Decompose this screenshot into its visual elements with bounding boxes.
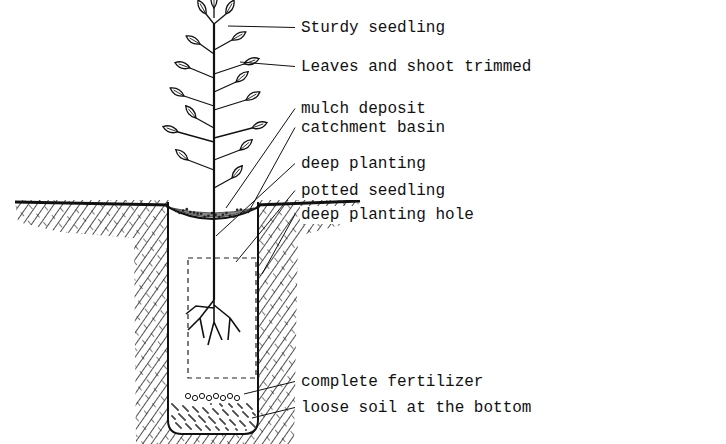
part-label: Sturdy seedling xyxy=(300,19,446,37)
leaf-stalk xyxy=(188,160,214,170)
leaf xyxy=(245,89,262,102)
leaf xyxy=(231,29,248,42)
leaf-stalk xyxy=(206,14,214,24)
leaf xyxy=(243,56,260,67)
leaf-stalk xyxy=(214,128,252,138)
seedling xyxy=(186,24,240,345)
label-box: potted seedling xyxy=(300,181,446,200)
leaf xyxy=(162,124,179,135)
loose-soil xyxy=(171,403,256,431)
label-box: complete fertilizer xyxy=(300,372,484,391)
potted-seedling-outline xyxy=(188,258,256,378)
leaf-stalk xyxy=(200,44,214,54)
leader-line xyxy=(240,62,295,67)
leaf xyxy=(183,104,198,120)
leaf-stalk xyxy=(214,40,232,50)
label-box: mulch deposit xyxy=(300,99,427,118)
leaf xyxy=(174,147,190,162)
leaf xyxy=(185,33,202,46)
fertilizer-granules xyxy=(185,393,239,400)
leaf xyxy=(195,0,208,16)
leader-line xyxy=(244,382,295,395)
leader-line xyxy=(262,215,295,275)
label-box: deep planting xyxy=(300,154,427,173)
leaf-stalk xyxy=(214,64,244,74)
leader-lines xyxy=(216,26,295,418)
seedling-leaves xyxy=(162,0,268,188)
leaf-stalk xyxy=(214,82,236,92)
part-label: catchment basin xyxy=(300,119,446,137)
part-label: Leaves and shoot trimmed xyxy=(300,58,532,76)
leaf xyxy=(251,120,268,131)
leaf-stalk xyxy=(178,132,214,142)
leaf xyxy=(174,60,191,71)
label-box: Sturdy seedling xyxy=(300,18,446,37)
leaf-stalk xyxy=(213,8,214,18)
label-box: deep planting hole xyxy=(300,205,475,224)
leader-line xyxy=(228,26,295,28)
leaf-stalk xyxy=(214,150,240,160)
leader-line xyxy=(236,191,295,263)
leaf xyxy=(238,137,254,152)
leader-line xyxy=(226,109,295,209)
leaf-stalk xyxy=(190,68,214,78)
leaf-stalk xyxy=(214,100,246,110)
label-box: catchment basin xyxy=(300,118,446,137)
leaf-stalk xyxy=(214,14,226,24)
part-label: mulch deposit xyxy=(300,100,427,118)
leaf xyxy=(169,85,186,98)
label-box: Leaves and shoot trimmed xyxy=(300,57,532,76)
leaf-stalk xyxy=(196,118,214,128)
leaf xyxy=(211,0,217,8)
leaf xyxy=(234,69,250,84)
leaf xyxy=(223,0,236,16)
part-label: complete fertilizer xyxy=(300,373,484,391)
leaf-stalk xyxy=(214,178,232,188)
leaf xyxy=(230,164,245,180)
leader-line xyxy=(252,408,295,419)
leader-line xyxy=(216,164,295,237)
part-label: potted seedling xyxy=(300,182,446,200)
part-label: loose soil at the bottom xyxy=(300,399,532,417)
part-label: deep planting hole xyxy=(300,206,475,224)
part-label: deep planting xyxy=(300,155,427,173)
leaf-stalk xyxy=(184,96,214,106)
label-box: loose soil at the bottom xyxy=(300,398,532,417)
